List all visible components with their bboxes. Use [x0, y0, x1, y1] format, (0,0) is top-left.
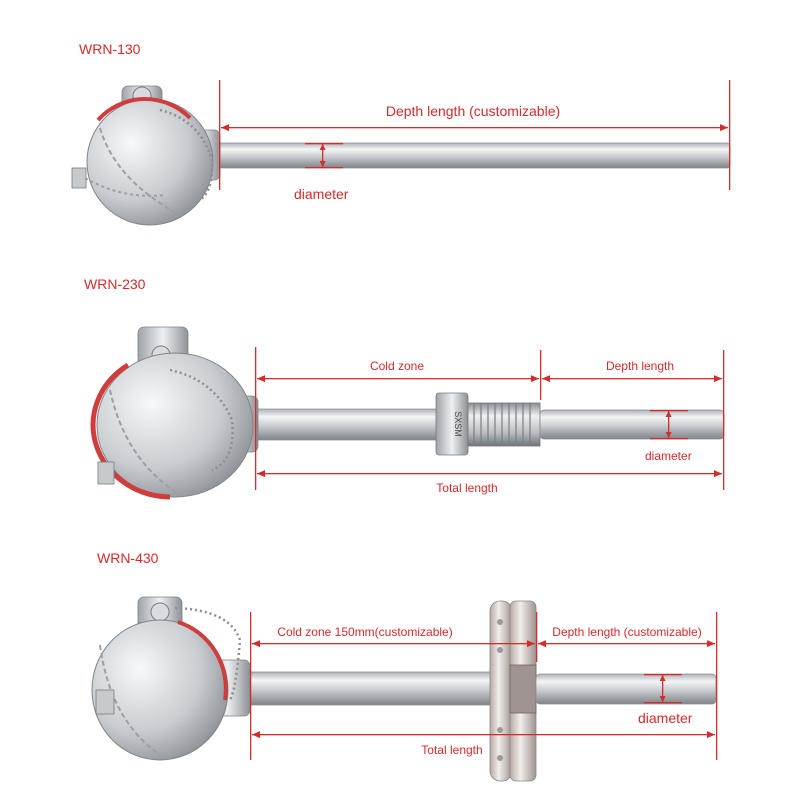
wrn-230-dimensions: Cold zone Depth length Total length: [255, 347, 725, 495]
wrn-230-depth-label: Depth length: [606, 359, 674, 373]
wrn-430-depth-tube: [535, 673, 717, 705]
wrn-130-junction-head: [71, 85, 221, 226]
wrn-130-assembly: WRN-130 Depth length (customizable): [71, 41, 731, 226]
wrn-230-diameter-mark: diameter: [645, 410, 692, 463]
wrn-230-depth-tube: [539, 409, 725, 440]
wrn-230-diameter-label: diameter: [645, 449, 692, 463]
wrn-430-junction-head: [91, 596, 251, 761]
wrn-430-depth-label: Depth length (customizable): [552, 625, 701, 639]
wrn-430-cold-zone-tube: [229, 671, 513, 706]
wrn-430-cold-zone-label: Cold zone 150mm(customizable): [277, 625, 452, 639]
wrn-430-dimensions: Cold zone 150mm(customizable) Depth leng…: [250, 612, 718, 760]
wrn-230-hex-fitting: SXSM: [435, 392, 541, 456]
wrn-230-assembly: WRN-230 SXSM: [84, 276, 725, 500]
wrn-130-probe-tube: [209, 142, 731, 169]
wrn-230-model-label: WRN-230: [84, 276, 146, 292]
wrn-430-diameter-label: diameter: [638, 710, 693, 726]
wrn-130-depth-dimension: Depth length (customizable): [219, 80, 731, 190]
wrn-430-model-label: WRN-430: [97, 550, 159, 566]
wrn-130-diameter-label: diameter: [294, 186, 349, 202]
wrn-130-model-label: WRN-130: [79, 41, 141, 57]
wrn-230-cold-zone-label: Cold zone: [370, 359, 424, 373]
wrn-230-fitting-text: SXSM: [453, 411, 463, 437]
wrn-130-depth-label: Depth length (customizable): [386, 103, 560, 119]
wrn-230-junction-head: [90, 326, 259, 500]
wrn-430-flange: [489, 600, 537, 782]
wrn-230-cold-zone-tube: [239, 408, 446, 441]
wrn-130-diameter-mark: diameter: [294, 143, 349, 202]
wrn-430-assembly: WRN-430: [91, 550, 718, 782]
wrn-430-diameter-mark: diameter: [638, 674, 693, 726]
wrn-430-total-label: Total length: [421, 743, 482, 757]
wrn-230-total-label: Total length: [436, 481, 497, 495]
